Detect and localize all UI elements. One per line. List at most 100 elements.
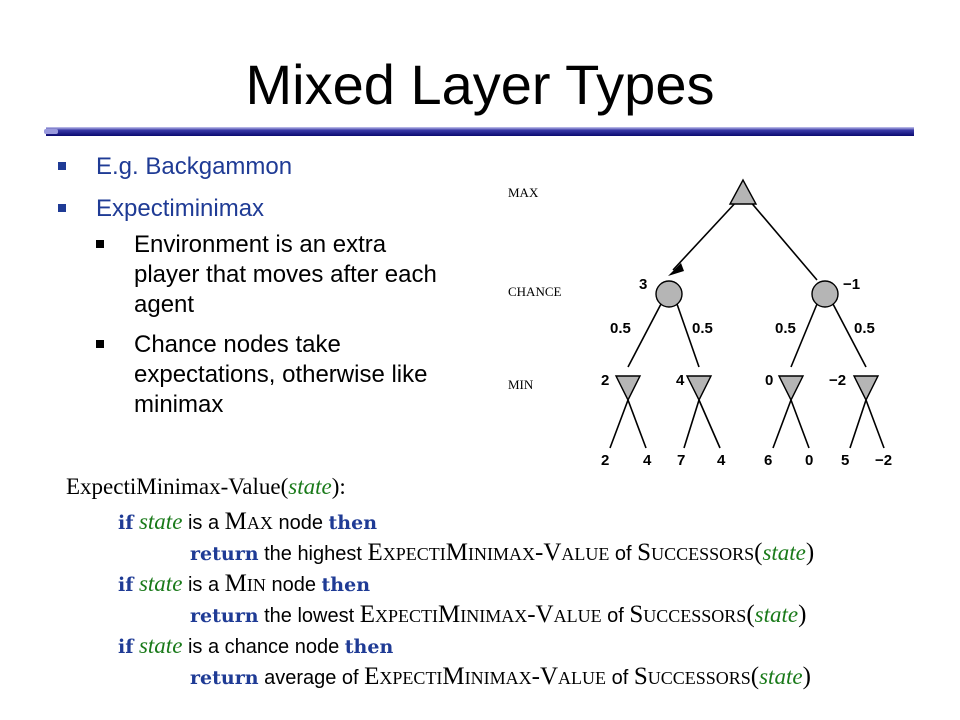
func-name: ExpectiMinimax-Value [359, 601, 602, 628]
func-successors: Successors [637, 539, 755, 566]
text-is-a: is a [187, 512, 220, 534]
bullet-text: E.g. Backgammon [96, 153, 293, 180]
edge-max-chance-left [672, 199, 739, 271]
slide-title: Mixed Layer Types [245, 53, 715, 116]
chance-value: 3 [639, 276, 647, 293]
text-of: of [614, 543, 632, 565]
keyword-then: then [344, 636, 394, 658]
probability-label: 0.5 [854, 320, 875, 337]
sub-bullet-marker [96, 240, 104, 248]
function-arg: state [288, 474, 332, 499]
node-values: 3 −1 0.5 0.5 0.5 0.5 2 4 0 −2 2 4 7 4 6 … [601, 276, 892, 469]
var-state: state [138, 509, 183, 534]
edge-min-leaf [683, 399, 700, 449]
sub-bullet-text: Environment is an extra player that move… [134, 231, 437, 318]
min-node-triangle [685, 375, 713, 402]
paren-close: ) [798, 601, 807, 628]
var-state: state [754, 602, 799, 627]
function-name: ExpectiMinimax-Value( [66, 474, 289, 499]
sub-bullet-marker [96, 340, 104, 348]
edge-min-leaf [698, 399, 721, 449]
func-name: ExpectiMinimax-Value [367, 539, 610, 566]
paren-open: ( [754, 539, 763, 566]
min-value: 2 [601, 372, 609, 389]
probability-label: 0.5 [692, 320, 713, 337]
expectiminimax-tree-diagram: MAX CHANCE MIN 3 −1 0.5 0.5 0.5 0.5 2 4 … [508, 178, 892, 469]
edge-min-leaf [865, 399, 885, 449]
bullet-item: Expectiminimax Environment is an extra p… [58, 194, 444, 420]
leaf-value: 7 [677, 452, 685, 469]
probability-label: 0.5 [610, 320, 631, 337]
keyword-if: if [118, 574, 134, 596]
var-state: state [138, 571, 183, 596]
tree-edges [609, 199, 885, 449]
sub-bullet-text: Chance nodes take expectations, otherwis… [134, 331, 428, 418]
bullet-text: Expectiminimax [96, 195, 265, 222]
func-successors: Successors [629, 601, 747, 628]
leaf-value: 4 [643, 452, 652, 469]
min-node-triangle [614, 375, 642, 402]
text-average-of: average of [264, 667, 359, 689]
text-node: node [278, 512, 323, 534]
text-node: node [271, 574, 316, 596]
edge-min-leaf [609, 399, 629, 449]
text-of: of [607, 605, 624, 627]
leaf-value: 0 [805, 452, 813, 469]
max-node-triangle [728, 178, 758, 205]
bullet-item: E.g. Backgammon [58, 152, 444, 182]
sub-bullet-item: Environment is an extra player that move… [96, 230, 444, 320]
leaf-value: 4 [717, 452, 726, 469]
paren-close: ) [802, 663, 811, 690]
keyword-return: return [190, 667, 259, 689]
edge-chance-min [627, 303, 662, 368]
edge-min-leaf [772, 399, 792, 449]
function-close: ): [331, 474, 346, 499]
bullet-marker [58, 162, 66, 170]
text-the-highest: the highest [264, 543, 362, 565]
node-type-min: Min [224, 570, 266, 597]
code-line-if-chance: if state is a chance node then [118, 630, 814, 661]
func-successors: Successors [633, 663, 751, 690]
leaf-value: 5 [841, 452, 849, 469]
keyword-then: then [321, 574, 371, 596]
func-name: ExpectiMinimax-Value [364, 663, 607, 690]
var-state: state [759, 664, 803, 689]
min-node-triangle [777, 375, 805, 402]
level-label-max: MAX [508, 185, 539, 200]
sub-bullet-list: Environment is an extra player that move… [96, 230, 444, 420]
bullet-list: E.g. Backgammon Expectiminimax Environme… [58, 152, 444, 432]
min-value: −2 [829, 372, 846, 389]
code-line-return-highest: return the highest ExpectiMinimax-Value … [118, 537, 814, 568]
edge-max-chance-right [748, 199, 818, 281]
chance-value: −1 [843, 276, 860, 293]
keyword-if: if [118, 512, 134, 534]
text-is-a: is a [187, 574, 220, 596]
edge-min-leaf [849, 399, 867, 449]
keyword-return: return [190, 605, 259, 627]
text-the-lowest: the lowest [264, 605, 355, 627]
code-line-if-min: if state is a Min node then [118, 568, 814, 599]
var-state: state [762, 540, 806, 565]
probability-label: 0.5 [775, 320, 796, 337]
min-value: 0 [765, 372, 773, 389]
min-value: 4 [676, 372, 685, 389]
text-is-a-chance-node: is a chance node [187, 636, 340, 658]
chance-node [811, 280, 839, 308]
bullet-marker [58, 204, 66, 212]
text-of: of [611, 667, 629, 689]
edge-min-leaf [627, 399, 647, 449]
level-labels: MAX CHANCE MIN [508, 185, 562, 392]
leaf-value: 6 [764, 452, 772, 469]
arrowhead-icon [668, 263, 684, 276]
chance-node [655, 280, 683, 308]
leaf-value: 2 [601, 452, 609, 469]
edge-min-leaf [790, 399, 810, 449]
paren-close: ) [805, 539, 815, 566]
edge-chance-min [676, 303, 700, 368]
pseudocode-block: if state is a Max node then return the h… [118, 506, 814, 692]
level-label-min: MIN [508, 377, 534, 392]
sub-bullet-item: Chance nodes take expectations, otherwis… [96, 330, 444, 420]
edge-chance-min [790, 303, 818, 368]
edge-chance-min [832, 303, 867, 368]
title-underline [44, 127, 914, 136]
